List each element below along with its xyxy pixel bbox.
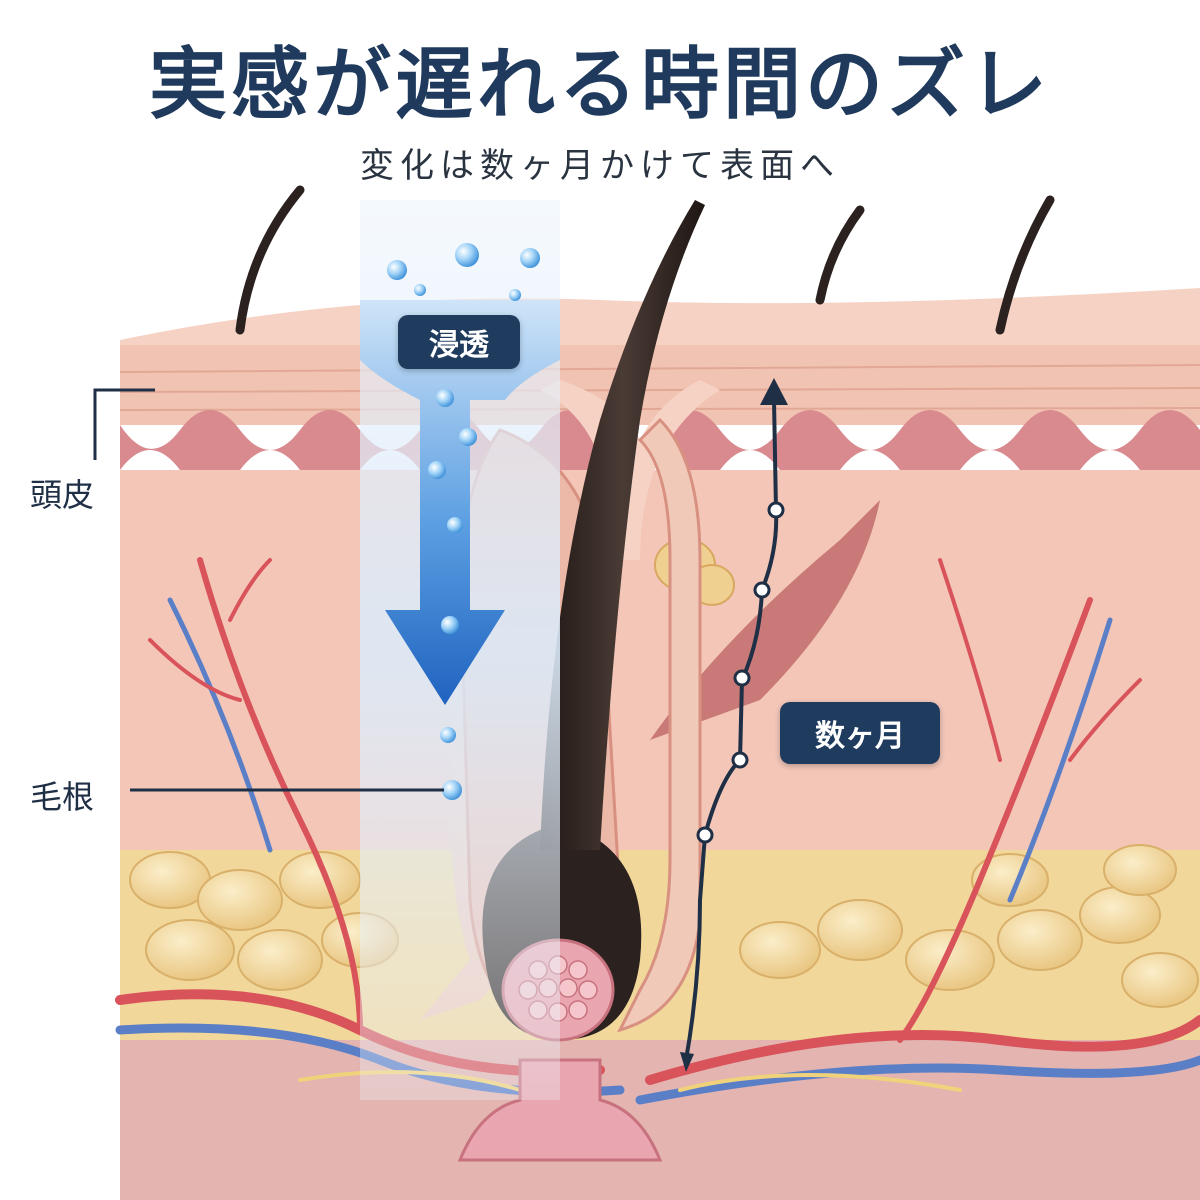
page-subtitle: 変化は数ヶ月かけて表面へ xyxy=(360,146,840,186)
scalp-bracket xyxy=(93,388,155,460)
timeline-arrow-icon xyxy=(680,378,788,1072)
bubble-icon xyxy=(387,243,540,800)
arrector-muscle xyxy=(650,500,880,740)
penetration-arrow-icon xyxy=(360,300,560,705)
hair-root-label: 毛根 xyxy=(30,778,95,816)
months-badge: 数ヶ月 xyxy=(780,702,940,764)
scalp-label: 頭皮 xyxy=(30,476,95,514)
dermis-layer xyxy=(120,470,1200,850)
hair-strand-2 xyxy=(815,205,865,305)
page-title: 実感が遅れる時間のズレ xyxy=(148,39,1051,130)
penetration-badge: 浸透 xyxy=(398,315,520,369)
hair-strand-3 xyxy=(995,195,1055,335)
hair-shaft xyxy=(540,200,705,850)
hair-strand-1 xyxy=(235,185,305,335)
deep-tissue xyxy=(120,1040,1200,1200)
